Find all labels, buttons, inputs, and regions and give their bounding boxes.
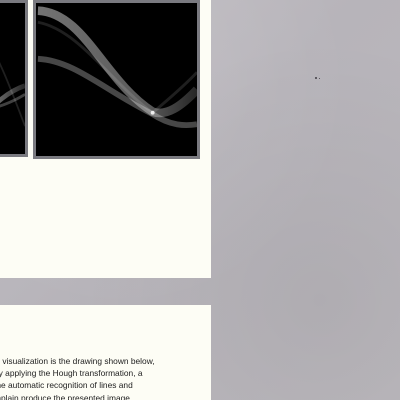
hough-image-left xyxy=(0,0,28,157)
caption-line: the automatic recognition of lines and xyxy=(0,380,133,391)
printed-page-bottom xyxy=(0,305,211,400)
dust-speck xyxy=(319,78,320,79)
caption-line: is visualization is the drawing shown be… xyxy=(0,356,155,366)
dust-speck xyxy=(315,77,317,79)
caption-text: is visualization is the drawing shown be… xyxy=(0,355,211,400)
printed-page-top xyxy=(0,0,211,278)
hough-curves-right xyxy=(37,6,197,129)
hough-image-right xyxy=(33,0,200,159)
caption-line: by applying the Hough transformation, a xyxy=(0,368,143,379)
caption-line: mplain produce the presented image xyxy=(0,392,130,400)
hough-curves-left xyxy=(0,62,25,127)
